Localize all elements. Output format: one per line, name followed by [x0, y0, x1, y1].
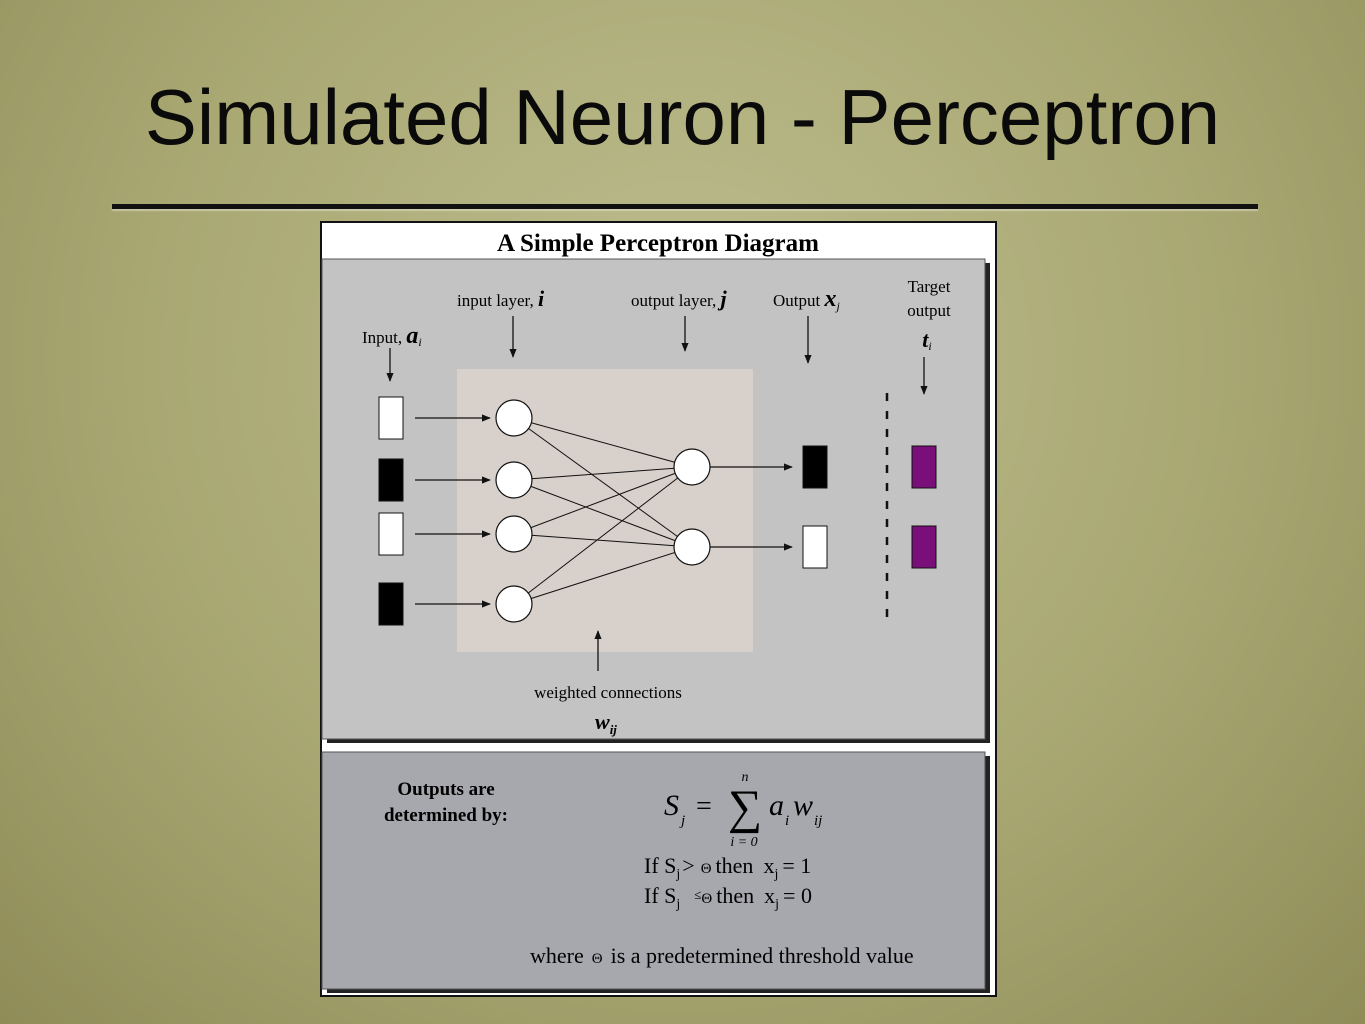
- weight-symbol: wij: [595, 709, 617, 737]
- input-unit: [378, 396, 404, 440]
- svg-text:∑: ∑: [728, 781, 762, 834]
- input-neuron: [495, 399, 533, 437]
- svg-text:a: a: [769, 789, 784, 822]
- input-neuron: [495, 461, 533, 499]
- input-units: [378, 396, 404, 626]
- svg-text:Output xj: Output xj: [773, 286, 840, 313]
- svg-text:Input, ai: Input, ai: [362, 323, 422, 349]
- formula-panel: [321, 751, 986, 990]
- svg-text:ij: ij: [814, 813, 822, 829]
- perceptron-figure: A Simple Perceptron Diagram Input, ai in…: [320, 221, 997, 997]
- output-arrows: [710, 463, 793, 551]
- weighted-connections: [513, 417, 693, 605]
- target-units: [911, 445, 937, 569]
- weight-connection: [513, 533, 693, 548]
- svg-text:output: output: [907, 301, 951, 320]
- svg-text:Target: Target: [908, 277, 951, 296]
- weight-connection: [513, 479, 693, 548]
- input-unit: [378, 458, 404, 502]
- svg-text:i = 0: i = 0: [730, 835, 757, 850]
- label-pointers: [386, 316, 928, 395]
- output-neuron: [673, 528, 711, 566]
- svg-text:ti: ti: [922, 327, 931, 353]
- title-divider: [112, 204, 1258, 209]
- input-arrows: [415, 414, 491, 608]
- svg-text:S: S: [664, 789, 679, 822]
- weighted-connections-label: weighted connections: [534, 683, 682, 702]
- svg-text:Outputs are: Outputs are: [397, 779, 494, 800]
- target-unit: [911, 525, 937, 569]
- svg-text:i: i: [785, 813, 789, 829]
- sum-formula: S j = ∑ n i = 0 a i w ij: [664, 770, 822, 850]
- output-neuron: [673, 448, 711, 486]
- svg-text:output layer, j: output layer, j: [631, 286, 728, 311]
- output-units: [802, 445, 828, 569]
- svg-text:w: w: [793, 789, 813, 822]
- input-neuron: [495, 515, 533, 553]
- weight-connection: [513, 466, 693, 605]
- target-output-label: Target output ti: [907, 277, 951, 353]
- slide-title: Simulated Neuron - Perceptron: [144, 73, 1221, 161]
- input-label: Input, ai: [362, 323, 422, 349]
- weight-connection: [513, 466, 693, 481]
- weight-connection: [513, 546, 693, 605]
- weight-connection: [513, 417, 693, 548]
- svg-text:n: n: [742, 770, 749, 785]
- output-layer-neurons: [673, 448, 711, 566]
- input-unit: [378, 582, 404, 626]
- input-neuron: [495, 585, 533, 623]
- input-unit: [378, 512, 404, 556]
- formula-caption: Outputs are determined by:: [384, 779, 508, 826]
- output-label: Output xj: [773, 286, 840, 313]
- diagram-heading: A Simple Perceptron Diagram: [497, 230, 819, 257]
- svg-text:input layer, i: input layer, i: [457, 286, 545, 311]
- svg-text:j: j: [679, 813, 685, 829]
- svg-text:=: =: [696, 791, 712, 822]
- weight-connection: [513, 466, 693, 535]
- output-unit: [802, 525, 828, 569]
- input-layer-neurons: [495, 399, 533, 623]
- input-layer-label: input layer, i: [457, 286, 545, 311]
- svg-text:determined by:: determined by:: [384, 805, 508, 826]
- output-layer-label: output layer, j: [631, 286, 728, 311]
- weight-connection: [513, 417, 693, 468]
- target-unit: [911, 445, 937, 489]
- output-unit: [802, 445, 828, 489]
